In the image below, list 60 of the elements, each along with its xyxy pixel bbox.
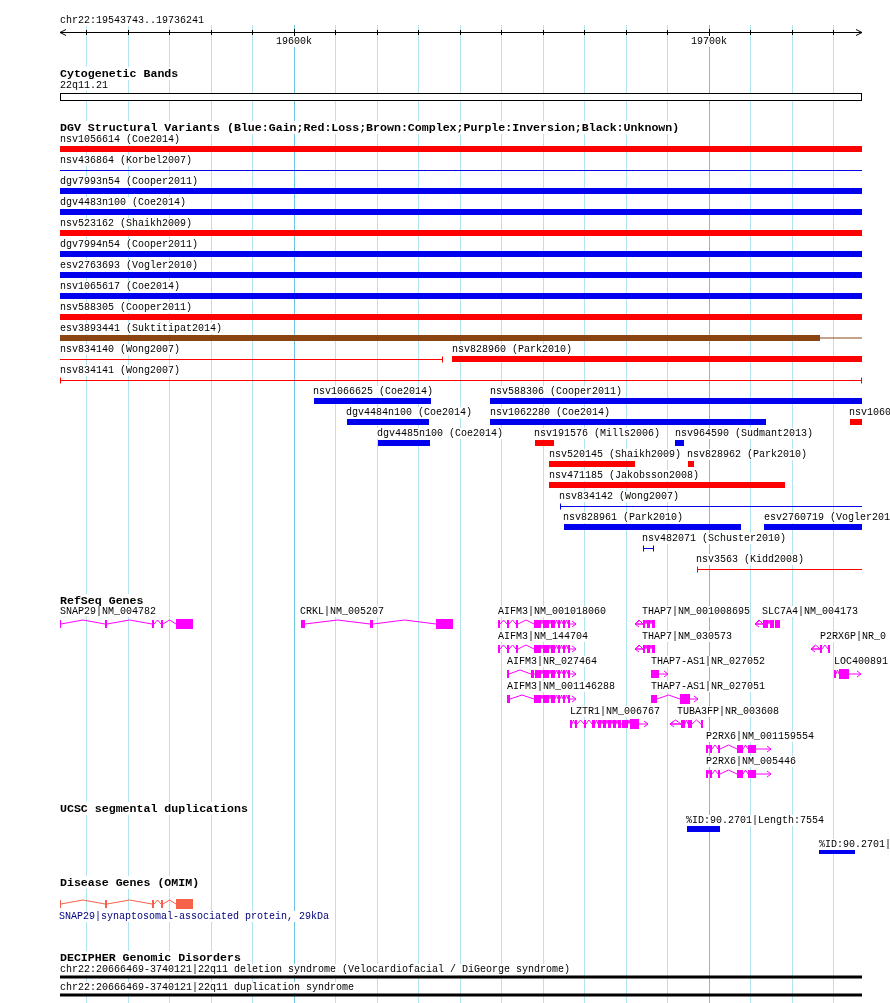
feature-label: dgv7994n54 (Cooper2011) [60, 239, 199, 250]
feature-label: 22q11.21 [60, 80, 108, 91]
gene-label: LZTR1|NM_006767 [570, 706, 660, 717]
gene-label: THAP7|NM_001008695 [642, 606, 751, 617]
gene-label: AIFM3|NR_027464 [507, 656, 597, 667]
feature-label: nsv834142 (Wong2007) [559, 491, 680, 502]
feature-label: nsv834140 (Wong2007) [60, 344, 181, 355]
feature-label: nsv191576 (Mills2006) [534, 428, 661, 439]
feature-label: nsv828960 (Park2010) [452, 344, 573, 355]
feature-label: dgv4483n100 (Coe2014) [60, 197, 187, 208]
feature-label: nsv471185 (Jakobsson2008) [549, 470, 700, 481]
gene-label: SNAP29|NM_004782 [60, 606, 156, 617]
feature-label: nsv588306 (Cooper2011) [490, 386, 623, 397]
feature-label: nsv436864 (Korbel2007) [60, 155, 193, 166]
feature-label: 19600k [276, 36, 312, 47]
feature-label: nsv588305 (Cooper2011) [60, 302, 193, 313]
feature-label: 19700k [691, 36, 727, 47]
feature-label: nsv1060 [849, 407, 890, 418]
feature-label: nsv834141 (Wong2007) [60, 365, 181, 376]
gene-label: THAP7-AS1|NR_027052 [651, 656, 766, 667]
track-heading: UCSC segmental duplications [60, 802, 248, 815]
feature-label: esv2760719 (Vogler201 [764, 512, 890, 523]
feature-label: nsv1062280 (Coe2014) [490, 407, 611, 418]
gene-label: CRKL|NM_005207 [300, 606, 384, 617]
feature-label: dgv4485n100 (Coe2014) [377, 428, 504, 439]
gene-label: AIFM3|NM_001018060 [498, 606, 607, 617]
feature-label: esv3893441 (Suktitipat2014) [60, 323, 223, 334]
gene-label: LOC400891 [834, 656, 888, 667]
feature-label: nsv523162 (Shaikh2009) [60, 218, 193, 229]
feature-label: chr22:19543743..19736241 [60, 15, 205, 26]
feature-label: nsv1056614 (Coe2014) [60, 134, 181, 145]
feature-label: nsv3563 (Kidd2008) [696, 554, 805, 565]
feature-label: %ID:90.2701|Length:7554 [686, 815, 825, 826]
gene-label: P2RX6P|NR_0 [820, 631, 886, 642]
feature-label: chr22:20666469-3740121|22q11 duplication syndrome [60, 982, 355, 993]
feature-label: dgv7993n54 (Cooper2011) [60, 176, 199, 187]
gene-label: SLC7A4|NM_004173 [762, 606, 858, 617]
feature-label: nsv828961 (Park2010) [563, 512, 684, 523]
feature-label: nsv828962 (Park2010) [687, 449, 808, 460]
feature-label: nsv1066625 (Coe2014) [313, 386, 434, 397]
feature-label: chr22:20666469-3740121|22q11 deletion syndrome (Velocardiofacial / DiGeorge syndrome) [60, 964, 571, 975]
gene-label: SNAP29|synaptosomal-associated protein, 29kDa [59, 911, 330, 922]
feature-label: nsv520145 (Shaikh2009) [549, 449, 682, 460]
gene-label: AIFM3|NM_001146288 [507, 681, 616, 692]
track-heading: Cytogenetic Bands [60, 67, 179, 80]
feature-label: nsv964590 (Sudmant2013) [675, 428, 814, 439]
track-heading: Disease Genes (OMIM) [60, 876, 200, 889]
gene-label: THAP7|NM_030573 [642, 631, 732, 642]
feature-label: dgv4484n100 (Coe2014) [346, 407, 473, 418]
feature-label: nsv482071 (Schuster2010) [642, 533, 787, 544]
gene-label: P2RX6|NM_005446 [706, 756, 796, 767]
feature-label: esv2763693 (Vogler2010) [60, 260, 199, 271]
gene-label: AIFM3|NM_144704 [498, 631, 588, 642]
gene-label: TUBA3FP|NR_003608 [677, 706, 780, 717]
gene-label: P2RX6|NM_001159554 [706, 731, 815, 742]
track-heading: DGV Structural Variants (Blue:Gain;Red:Loss;Brown:Complex;Purple:Inversion;Black:Unknown) [60, 121, 680, 134]
feature-label: nsv1065617 (Coe2014) [60, 281, 181, 292]
gene-label: THAP7-AS1|NR_027051 [651, 681, 766, 692]
track-heading: DECIPHER Genomic Disorders [60, 951, 241, 964]
feature-label: %ID:90.2701| [819, 839, 890, 850]
